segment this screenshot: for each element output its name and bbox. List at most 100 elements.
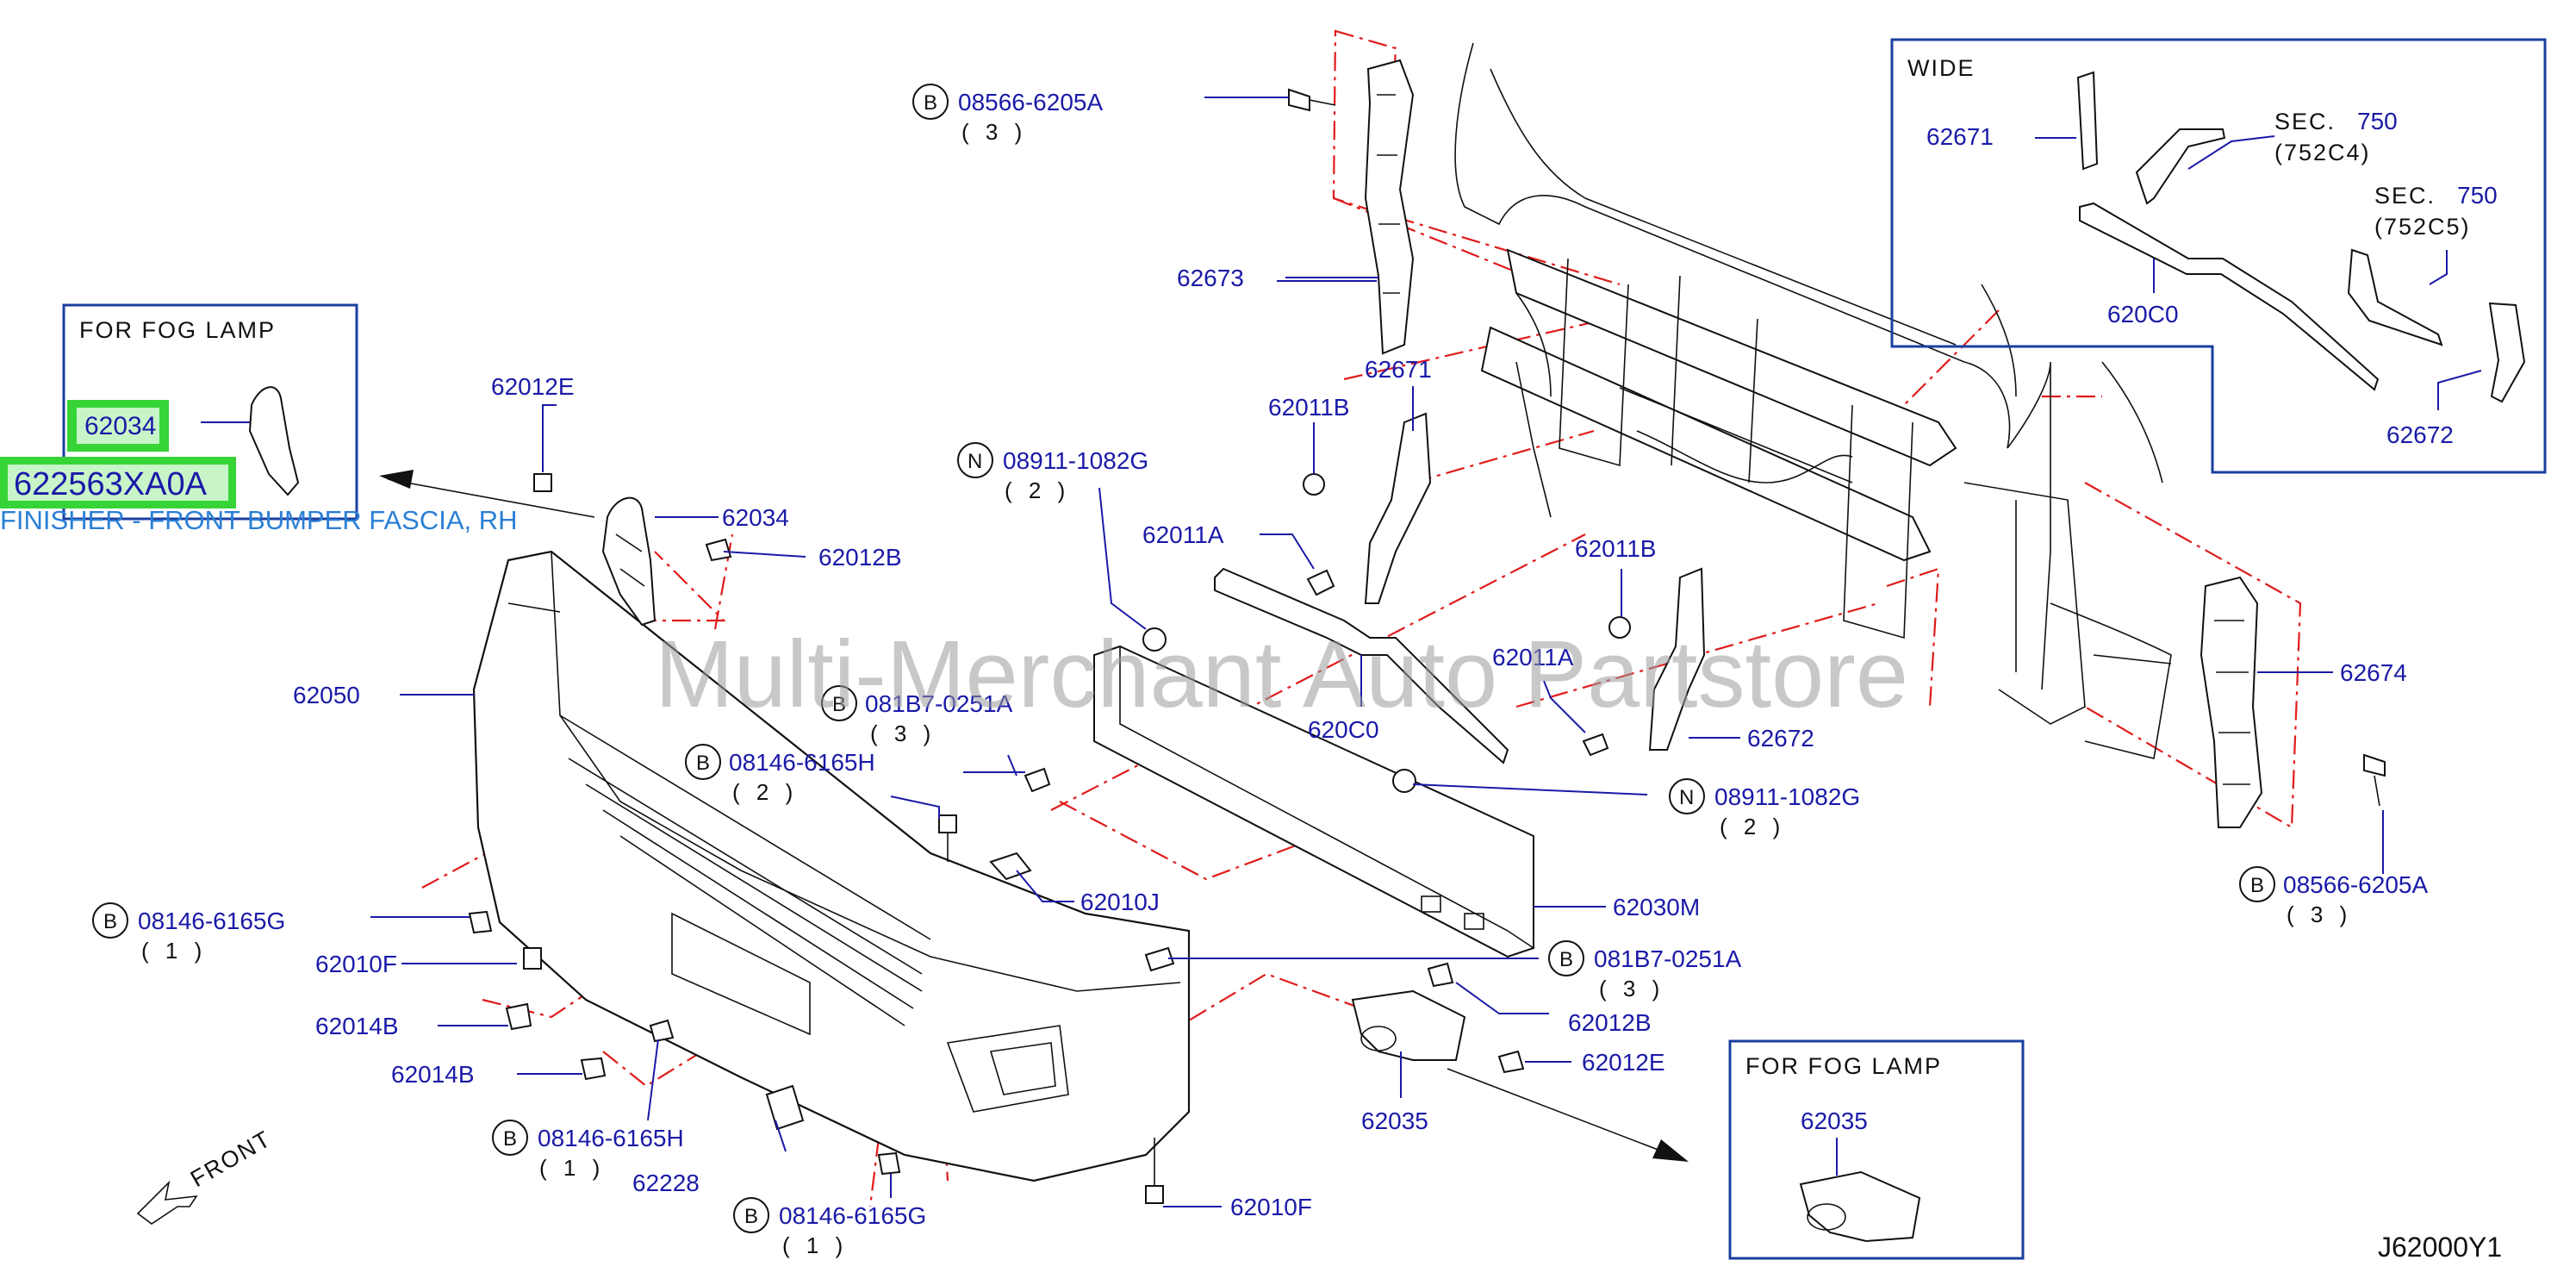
part-labels: 62012E 62034 62012B 62050 62673 62671 62… (293, 265, 2407, 1220)
callout-c8-qty: ( 1 ) (141, 938, 207, 964)
wide-sec1-label: SEC. (2274, 109, 2336, 134)
fasteners (468, 88, 2386, 1204)
callout-c6-part: 08566-6205A (2283, 871, 2428, 898)
label-62011b-b: 62011B (1575, 535, 1656, 562)
fog-lamp-box-top: FOR FOG LAMP 62034 (62, 303, 358, 521)
svg-text:N: N (1679, 786, 1694, 809)
bracket-62673 (1364, 59, 1415, 355)
direction-arrows (379, 470, 1689, 1162)
label-62012b-bot: 62012B (1568, 1009, 1652, 1036)
fog-bottom-part: 62035 (1801, 1107, 1868, 1134)
callout-c7-qty: ( 3 ) (1599, 976, 1664, 1001)
svg-text:B: B (744, 1205, 758, 1228)
callout-c10-qty: ( 1 ) (782, 1232, 848, 1258)
label-62014b-b: 62014B (391, 1061, 475, 1088)
reinforcement-62030m (1093, 645, 1534, 958)
callout-c7-part: 081B7-0251A (1594, 945, 1742, 972)
label-62672: 62672 (1747, 725, 1814, 752)
wide-title: WIDE (1907, 55, 1976, 81)
callout-c5-qty: ( 2 ) (1720, 814, 1785, 839)
callout-c3-qty: ( 3 ) (870, 721, 936, 746)
wide-sec1-num: 750 (2357, 108, 2398, 134)
front-label: FRONT (186, 1126, 276, 1192)
watermark: Multi-Merchant Auto Partstore (655, 621, 1908, 727)
callout-c4-qty: ( 2 ) (732, 779, 798, 805)
svg-text:B: B (696, 752, 710, 775)
callout-c8: B 08146-6165G ( 1 ) (92, 902, 285, 964)
callout-c7: B 081B7-0251A ( 3 ) (1548, 940, 1742, 1001)
wide-detail-box: WIDE 62671 SEC. 750 (752C4) SEC. 750 (75… (1890, 38, 2547, 474)
callout-c6: B 08566-6205A ( 3 ) (2239, 866, 2428, 927)
fog-top-part: 62034 (84, 412, 156, 440)
label-62034: 62034 (722, 504, 789, 531)
label-62011a-b: 62011A (1492, 644, 1574, 671)
svg-text:N: N (968, 450, 982, 473)
callout-c9-qty: ( 1 ) (539, 1155, 605, 1181)
fog-bottom-title: FOR FOG LAMP (1745, 1053, 1942, 1079)
highlight-description: FINISHER - FRONT BUMPER FASCIA, RH (0, 505, 518, 535)
callout-c9: B 08146-6165H ( 1 ) (492, 1120, 684, 1181)
label-62050: 62050 (293, 682, 360, 708)
bracket-62671 (1364, 412, 1432, 604)
finisher-62035 (1351, 989, 1466, 1061)
bumper-fascia-62050 (472, 550, 1191, 1182)
svg-text:B: B (924, 91, 937, 115)
svg-text:B: B (1559, 948, 1573, 971)
label-62671: 62671 (1365, 356, 1432, 383)
wide-sec2-ref: (752C5) (2374, 214, 2471, 240)
callout-c2: N 08911-1082G ( 2 ) (957, 442, 1148, 503)
callout-c2-qty: ( 2 ) (1005, 477, 1070, 503)
wide-part-62671: 62671 (1926, 123, 1994, 150)
label-62011a-a: 62011A (1142, 521, 1224, 548)
svg-text:B: B (103, 910, 117, 933)
callout-c3: B 081B7-0251A ( 3 ) (821, 685, 1013, 746)
callout-c3-part: 081B7-0251A (865, 690, 1013, 717)
callout-c10: B 08146-6165G ( 1 ) (733, 1197, 926, 1258)
callout-c2-part: 08911-1082G (1003, 447, 1148, 474)
label-62035: 62035 (1361, 1107, 1428, 1134)
bracket-62672 (1648, 567, 1706, 751)
wide-sec2-label: SEC. (2374, 183, 2436, 209)
callout-c5: N 08911-1082G ( 2 ) (1669, 778, 1860, 839)
callout-c6-qty: ( 3 ) (2287, 902, 2352, 927)
callout-c4-part: 08146-6165H (729, 749, 875, 776)
label-62010f-b: 62010F (1230, 1194, 1312, 1220)
callout-c5-part: 08911-1082G (1714, 783, 1860, 810)
svg-text:B: B (503, 1127, 517, 1151)
callout-c8-part: 08146-6165G (138, 908, 285, 934)
finisher-62034 (601, 496, 656, 627)
fog-lamp-box-bottom: FOR FOG LAMP 62035 (1728, 1039, 2025, 1260)
label-620c0: 620C0 (1308, 716, 1379, 743)
fog-top-title: FOR FOG LAMP (79, 317, 276, 343)
vehicle-front-body (1454, 42, 2172, 759)
label-62012b-top: 62012B (818, 544, 902, 571)
label-62012e-bot: 62012E (1582, 1049, 1665, 1076)
wide-sec2-num: 750 (2457, 182, 2498, 209)
highlight-part-number[interactable]: 622563XA0A (14, 466, 208, 502)
svg-text:B: B (832, 693, 846, 716)
diagram-code: J62000Y1 (2378, 1232, 2502, 1263)
svg-text:B: B (2250, 874, 2264, 897)
highlight-overlay[interactable]: 622563XA0A FINISHER - FRONT BUMPER FASCI… (0, 457, 518, 535)
label-62673: 62673 (1177, 265, 1244, 291)
front-indicator: FRONT (136, 1126, 276, 1225)
callout-c1-qty: ( 3 ) (961, 119, 1027, 145)
label-62228: 62228 (632, 1170, 700, 1196)
label-62011b-a: 62011B (1268, 394, 1349, 421)
wide-sec1-ref: (752C4) (2274, 140, 2371, 165)
label-62674: 62674 (2340, 659, 2407, 686)
label-62030m: 62030M (1613, 894, 1700, 920)
callout-c9-part: 08146-6165H (538, 1125, 684, 1151)
callout-c4: B 08146-6165H ( 2 ) (685, 744, 875, 805)
callout-c1: B 08566-6205A ( 3 ) (912, 84, 1103, 145)
wide-part-62672: 62672 (2386, 421, 2454, 448)
stay-620c0 (1214, 567, 1509, 764)
label-62010j: 62010J (1080, 889, 1160, 915)
label-62014b-a: 62014B (315, 1013, 399, 1039)
callout-c1-part: 08566-6205A (958, 89, 1103, 115)
callout-c10-part: 08146-6165G (779, 1202, 926, 1229)
bracket-62674 (2200, 576, 2263, 828)
label-62010f-a: 62010F (315, 951, 397, 977)
leader-lines (201, 97, 2482, 1207)
